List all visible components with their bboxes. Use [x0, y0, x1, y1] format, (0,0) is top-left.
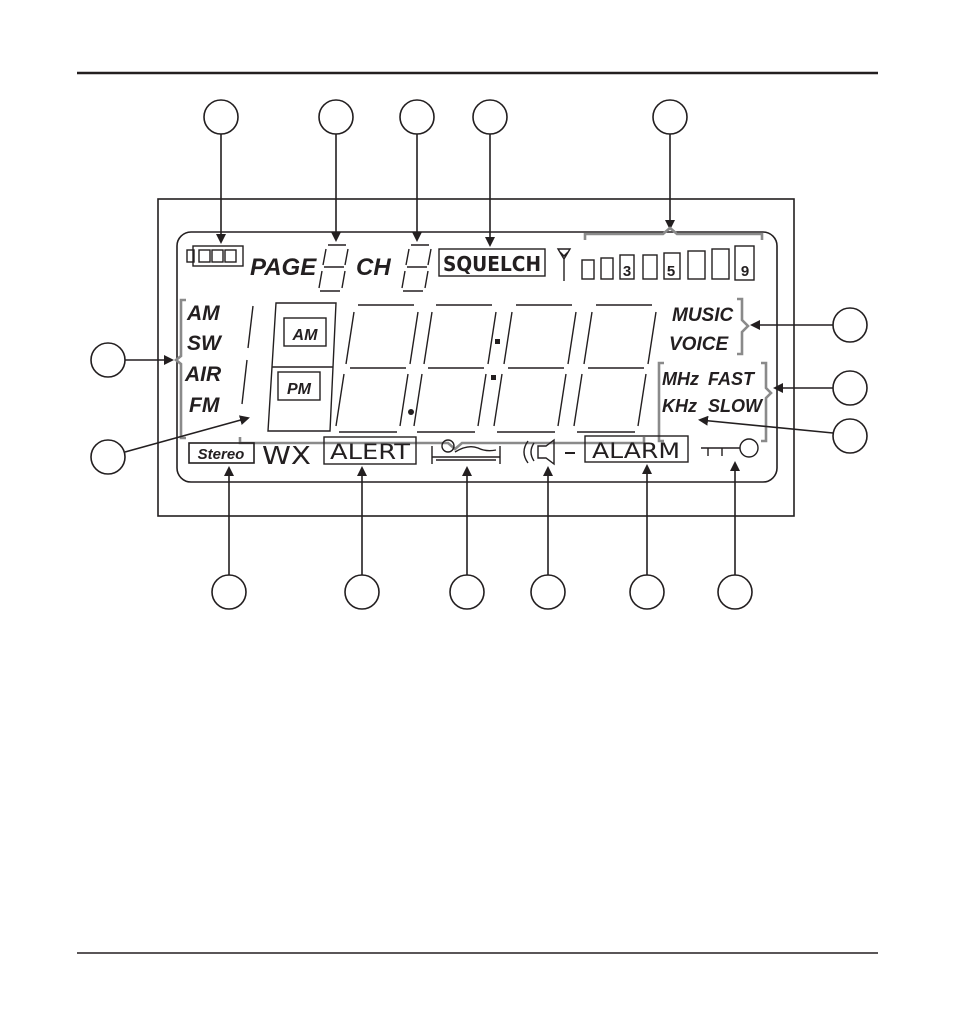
callout-units [833, 419, 867, 453]
alarm-label: ALARM [592, 439, 680, 463]
decimal-point [408, 409, 414, 415]
mode-voice: VOICE [669, 334, 729, 355]
band-sw: SW [187, 332, 223, 355]
callout-page-digit [319, 100, 353, 134]
pm-indicator: PM [287, 381, 312, 398]
stereo-label: Stereo [198, 446, 245, 463]
ch-label: CH [356, 254, 391, 281]
alert-label: ALERT [330, 440, 410, 464]
page-label: PAGE [250, 254, 317, 281]
signal-digit-5: 5 [667, 263, 675, 280]
signal-bracket [585, 228, 762, 240]
callout-digits [91, 440, 125, 474]
signal-digit-3: 3 [623, 263, 631, 280]
key-icon [701, 439, 758, 457]
callout-alert [345, 575, 379, 609]
callout-stereo [212, 575, 246, 609]
unit-mhz: MHz [662, 369, 699, 389]
callout-alarm [630, 575, 664, 609]
signal-meter: 3 5 9 [582, 246, 754, 280]
callout-battery [204, 100, 238, 134]
time-colon [491, 339, 500, 380]
am-pm-indicator: AM PM [268, 303, 336, 431]
callout-ch-digit [400, 100, 434, 134]
callout-squelch [473, 100, 507, 134]
callout-volume [531, 575, 565, 609]
signal-digit-9: 9 [741, 263, 749, 280]
leading-one-digit [242, 306, 253, 404]
band-fm: FM [189, 394, 220, 417]
callout-speed [833, 371, 867, 405]
main-digit-2 [414, 305, 496, 432]
mode-bracket [737, 299, 748, 354]
callout-signal-meter [653, 100, 687, 134]
speed-fast: FAST [708, 369, 756, 389]
callout-sleep [450, 575, 484, 609]
ch-digit [402, 245, 431, 291]
band-am: AM [186, 302, 220, 325]
callout-key-lock [718, 575, 752, 609]
band-air: AIR [184, 363, 222, 386]
main-digit-1 [336, 305, 418, 432]
wx-label: WX [262, 441, 311, 470]
main-digit-4 [574, 305, 656, 432]
speed-slow: SLOW [708, 396, 764, 416]
mode-music: MUSIC [672, 305, 734, 326]
antenna-icon [558, 249, 570, 281]
battery-icon [187, 246, 243, 266]
units-bracket-right [761, 363, 771, 441]
unit-khz: KHz [662, 396, 697, 416]
main-digit-3 [494, 305, 576, 432]
display-outer-frame [158, 199, 794, 516]
page-digit [319, 245, 348, 291]
callout-band [91, 343, 125, 377]
callout-mode [833, 308, 867, 342]
am-indicator: AM [292, 327, 319, 344]
squelch-label: SQUELCH [443, 252, 541, 276]
